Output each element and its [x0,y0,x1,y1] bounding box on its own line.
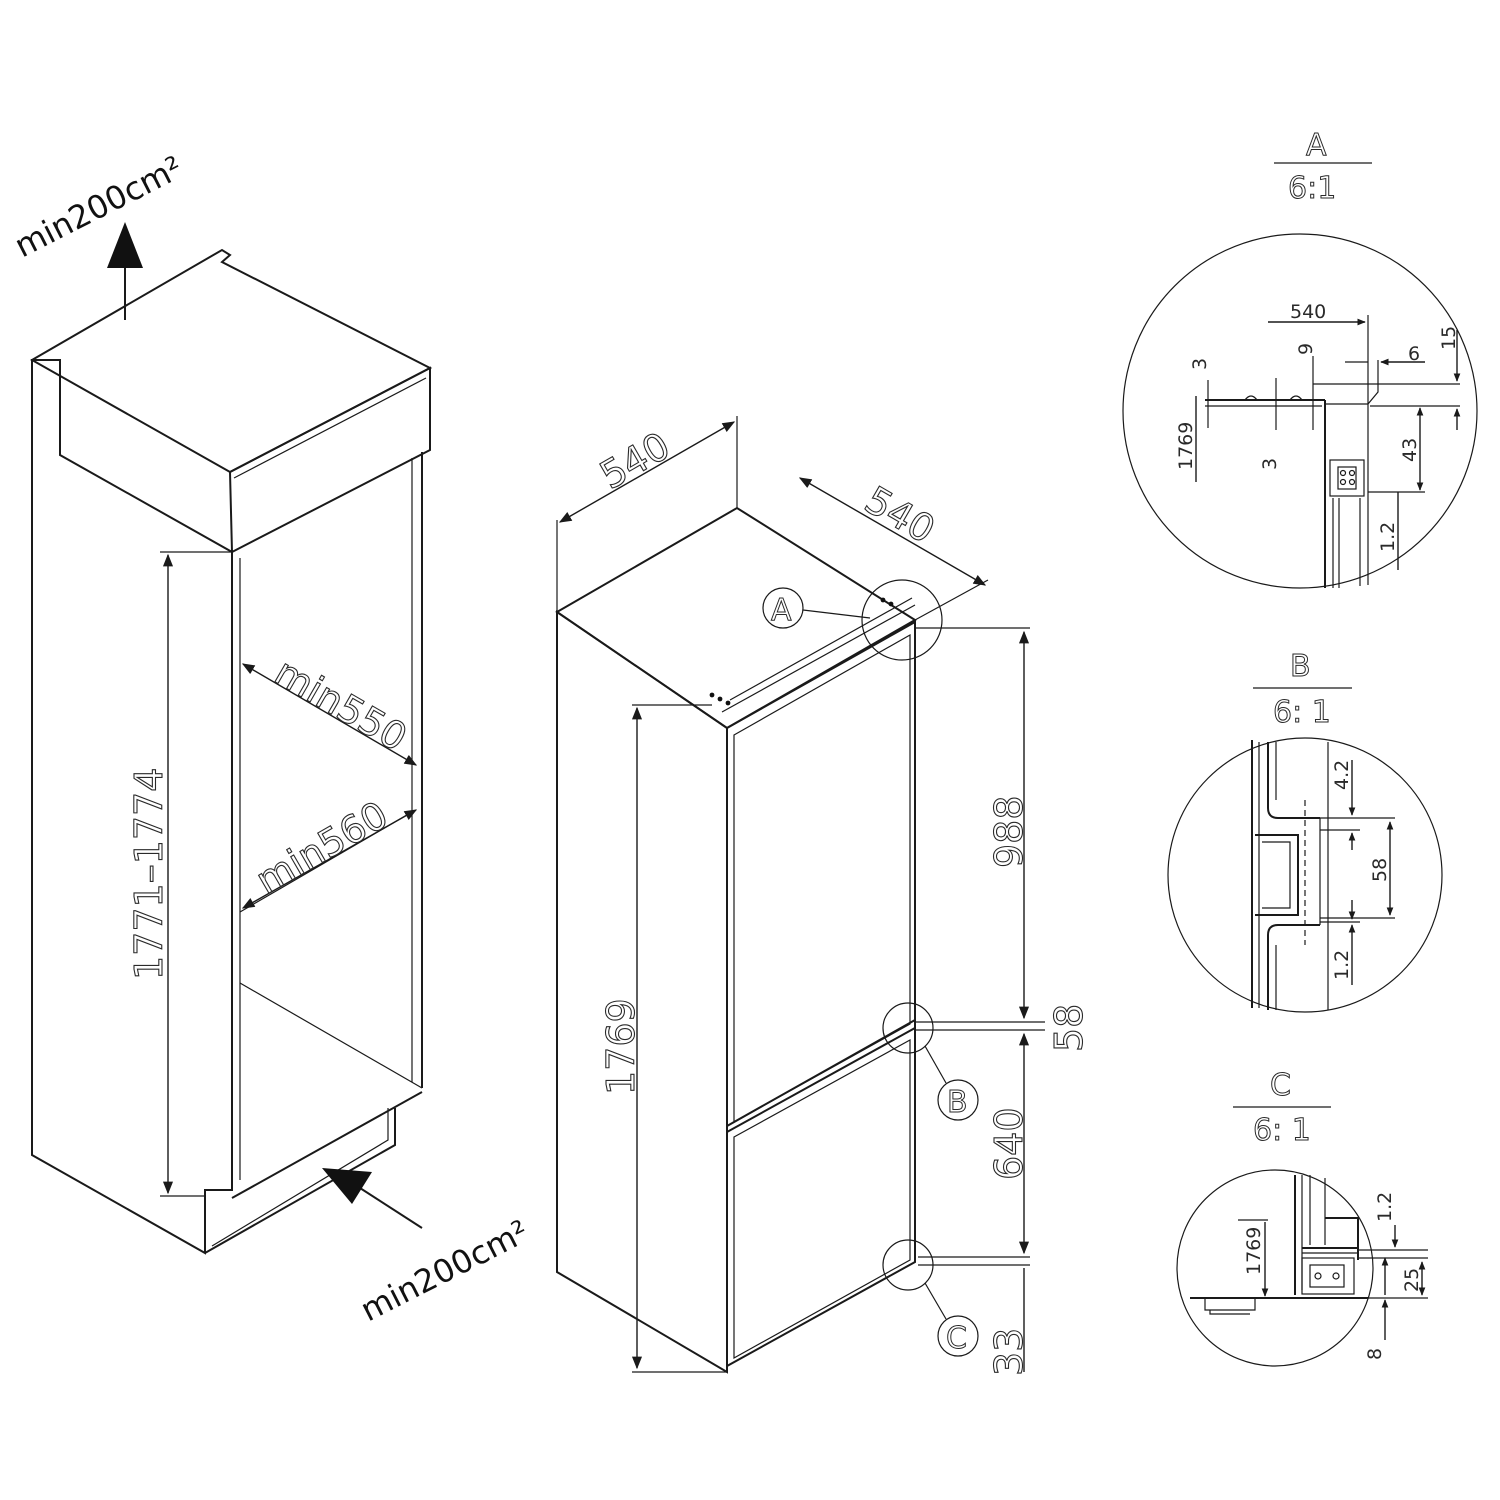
cabinet-height-label: 1771–1774 [127,768,171,980]
callout-b-label: B [947,1085,968,1120]
cabinet-min-width-label: min560 [249,793,396,903]
appliance-lower-door-label: 640 [987,1107,1031,1180]
detail-c-dim-8: 8 [1364,1348,1386,1360]
detail-c-letter: C [1270,1068,1291,1103]
appliance-drawing [555,416,1045,1374]
detail-a-dim-15: 15 [1438,326,1460,350]
detail-c-dim-1769: 1769 [1243,1227,1265,1275]
cabinet-drawing [29,222,433,1255]
detail-b-dim-58: 58 [1369,858,1391,882]
detail-a-dim-9: 9 [1295,343,1317,355]
appliance-bottom-label: 33 [987,1328,1031,1376]
detail-a-dim-43: 43 [1399,438,1421,462]
detail-a-drawing [1122,162,1478,589]
detail-c-dim-1-2: 1.2 [1374,1192,1396,1222]
detail-b-drawing [1167,687,1443,1013]
appliance-depth-label: 540 [858,478,943,552]
detail-b-dim-4-2: 4.2 [1331,760,1353,790]
detail-a-dim-6: 6 [1408,343,1420,365]
cabinet-min-depth-label: min550 [268,650,415,760]
detail-b-scale: 6: 1 [1273,695,1331,730]
detail-c-drawing [1176,1106,1428,1367]
detail-a-scale: 6:1 [1288,171,1336,206]
detail-c-dim-25: 25 [1401,1268,1423,1292]
detail-b-letter: B [1290,649,1311,684]
callout-a-label: A [771,593,792,628]
cabinet-vent-bottom-label: min200cm² [354,1212,534,1329]
detail-a-letter: A [1306,128,1327,163]
detail-a-dim-3-bottom: 3 [1259,458,1281,470]
detail-a-dim-3-top: 3 [1189,358,1211,370]
detail-a-dim-1-2: 1.2 [1377,522,1399,552]
appliance-width-label: 540 [593,423,678,497]
callout-c-label: C [946,1321,967,1356]
detail-a-dim-1769: 1769 [1175,422,1197,470]
appliance-height-label: 1769 [599,998,643,1095]
detail-a-width-label: 540 [1290,301,1326,323]
appliance-gap-label: 58 [1047,1004,1091,1052]
detail-b-dim-1-2: 1.2 [1331,950,1353,980]
cabinet-vent-top-label: min200cm² [8,148,188,265]
detail-c-scale: 6: 1 [1253,1113,1311,1148]
appliance-upper-door-label: 988 [987,795,1031,868]
